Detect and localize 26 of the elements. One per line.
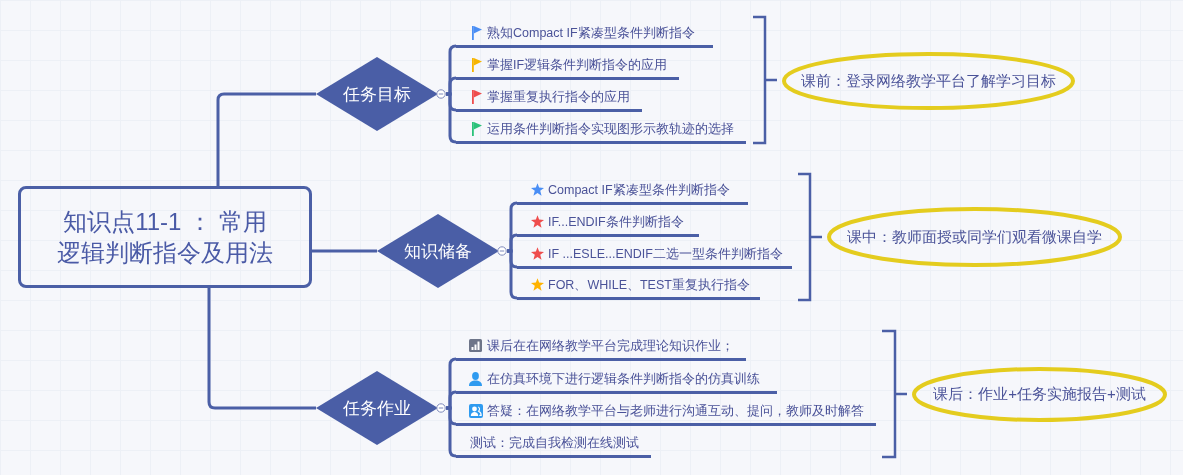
- branch-label: 任务目标: [343, 83, 411, 106]
- topic-text: 测试：完成自我检测在线测试: [470, 434, 639, 452]
- central-topic-text: 知识点11-1 ： 常用逻辑判断指令及用法: [56, 207, 274, 268]
- branch-label: 知识储备: [404, 240, 472, 263]
- topic-text: 掌握IF逻辑条件判断指令的应用: [487, 56, 668, 74]
- connector-line: [446, 390, 458, 410]
- branch-label: 任务作业: [343, 397, 411, 420]
- connector-line: [216, 92, 316, 186]
- topic-text: 熟知Compact IF紧凑型条件判断指令: [487, 24, 695, 42]
- connector-line: [446, 76, 458, 96]
- topic-text: IF...ENDIF条件判断指令: [548, 213, 684, 231]
- connector-line: [507, 233, 519, 253]
- topic-text: 答疑：在网络教学平台与老师进行沟通互动、提问，教师及时解答: [487, 402, 864, 420]
- topic-text: Compact IF紧凑型条件判断指令: [548, 181, 730, 199]
- central-topic-box: [18, 186, 312, 288]
- summary-text: 课前：登录网络教学平台了解学习目标: [801, 71, 1056, 91]
- summary-text: 课中：教师面授或同学们观看微课自学: [847, 227, 1102, 247]
- topic-text: FOR、WHILE、TEST重复执行指令: [548, 276, 750, 294]
- summary-text: 课后：作业+任务实施报告+测试: [933, 385, 1146, 404]
- connector-line: [207, 288, 316, 410]
- topic-text: IF ...ESLE...ENDIF二选一型条件判断指令: [548, 245, 783, 263]
- topic-text: 运用条件判断指令实现图形示教轨迹的选择: [487, 120, 734, 138]
- topic-text: 课后在在网络教学平台完成理论知识作业；: [487, 337, 734, 355]
- topic-text: 在仿真环境下进行逻辑条件判断指令的仿真训练: [487, 370, 760, 388]
- topic-text: 掌握重复执行指令的应用: [487, 88, 630, 106]
- connector-line: [312, 249, 377, 253]
